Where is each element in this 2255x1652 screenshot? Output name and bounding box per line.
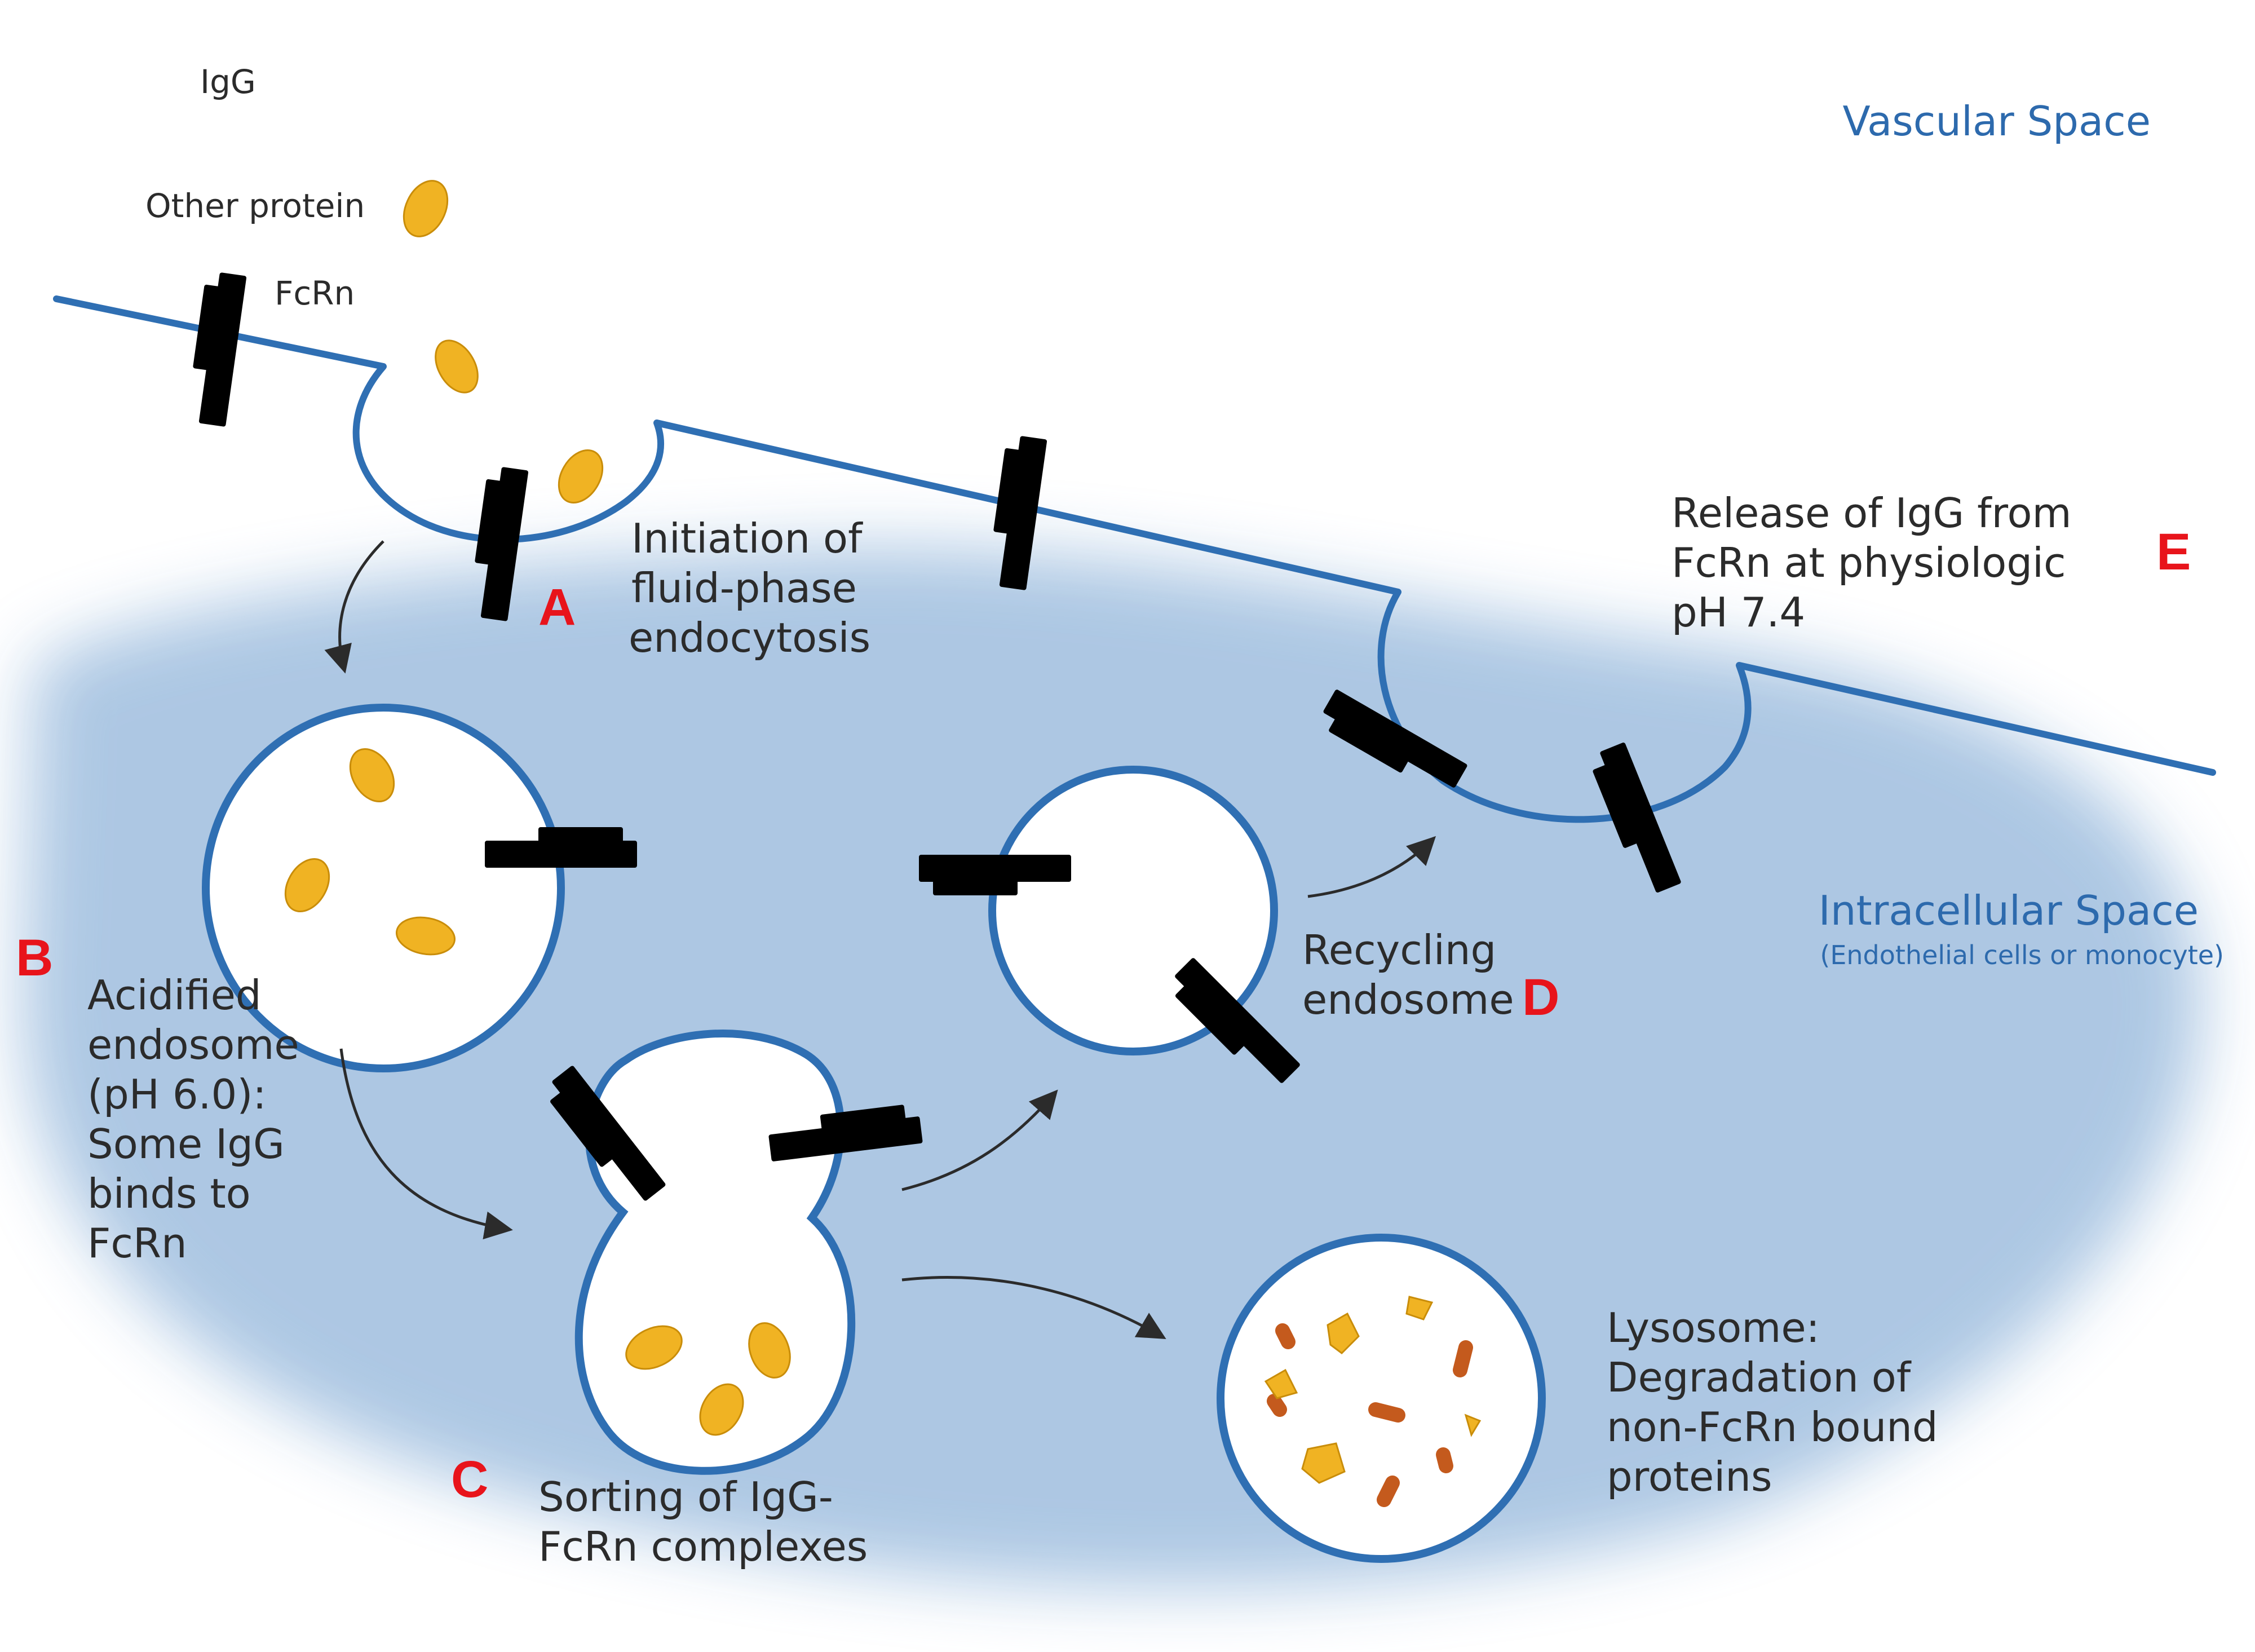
svg-text:Sorting of IgG-: Sorting of IgG- — [538, 1473, 833, 1521]
step-c-description: Sorting of IgG- FcRn complexes — [538, 1473, 868, 1570]
igg-pit-a — [527, 329, 616, 430]
svg-text:Lysosome:: Lysosome: — [1607, 1304, 1820, 1351]
igg-vascular — [1608, 344, 1709, 453]
svg-text:FcRn complexes: FcRn complexes — [538, 1523, 868, 1570]
igg-fragment — [1368, 1402, 1405, 1423]
svg-text:Recycling: Recycling — [1302, 926, 1496, 974]
other-proteins — [284, 180, 791, 1436]
lysosome-description: Lysosome: Degradation of non-FcRn bound … — [1607, 1304, 1938, 1500]
svg-text:Degradation of: Degradation of — [1607, 1354, 1912, 1401]
igg-legend-icon — [304, 42, 379, 131]
igg-vascular — [772, 189, 861, 290]
igg-vascular — [1376, 342, 1476, 450]
svg-text:(pH 6.0):: (pH 6.0): — [87, 1071, 267, 1118]
svg-text:Acidified: Acidified — [87, 971, 262, 1019]
igg-fragment — [1267, 1394, 1287, 1417]
pathway-arrows — [324, 540, 1436, 1340]
protein-fragment — [1464, 1414, 1482, 1437]
svg-text:Some IgG: Some IgG — [87, 1120, 285, 1168]
step-letter-c: C — [451, 1451, 488, 1508]
protein-legend-icon — [403, 180, 449, 237]
svg-text:endosome: endosome — [1302, 976, 1514, 1023]
svg-text:non-FcRn bound: non-FcRn bound — [1607, 1403, 1938, 1451]
lysosome-fragments — [1264, 1296, 1482, 1507]
intracellular-space-label: Intracellular Space — [1819, 887, 2199, 934]
protein-endosome-b — [395, 916, 456, 956]
protein-pit-a — [558, 449, 604, 504]
cell-membrane — [53, 295, 2216, 823]
igg-vascular — [530, 102, 639, 217]
svg-text:pH 7.4: pH 7.4 — [1672, 589, 1805, 636]
svg-text:FcRn: FcRn — [87, 1220, 187, 1267]
svg-text:endocytosis: endocytosis — [629, 614, 870, 661]
protein-fragment — [1405, 1296, 1434, 1320]
protein-sorting — [699, 1383, 744, 1436]
igg-fragment — [1453, 1340, 1473, 1377]
svg-text:binds to: binds to — [87, 1170, 251, 1217]
protein-fragment — [1327, 1312, 1360, 1354]
protein-endosome-b — [284, 858, 330, 913]
legend-other-protein-label: Other protein — [145, 187, 365, 225]
legend-fcrn-label: FcRn — [275, 274, 355, 312]
step-letter-b: B — [16, 929, 53, 987]
fcrn-legend — [185, 270, 247, 427]
step-e-description: Release of IgG from FcRn at physiologic … — [1672, 489, 2072, 636]
protein-sorting — [748, 1322, 791, 1379]
vascular-space-label: Vascular Space — [1842, 98, 2151, 145]
protein-endosome-b — [349, 748, 395, 803]
svg-text:FcRn at physiologic: FcRn at physiologic — [1672, 539, 2066, 586]
svg-text:endosome: endosome — [87, 1021, 299, 1068]
step-a-description: Initiation of fluid-phase endocytosis — [629, 515, 870, 661]
step-letter-d: D — [1522, 969, 1559, 1026]
step-letter-a: A — [538, 578, 576, 636]
igg-fragment — [1436, 1447, 1453, 1473]
legend-igg-label: IgG — [200, 63, 256, 101]
svg-text:proteins: proteins — [1607, 1453, 1772, 1500]
acidified-endosome — [202, 704, 565, 1072]
svg-text:Initiation of: Initiation of — [631, 515, 863, 562]
protein-pit-a — [435, 339, 479, 394]
igg-fragment — [1377, 1476, 1400, 1507]
protein-fragment — [1264, 1368, 1298, 1399]
intracellular-space-sublabel: (Endothelial cells or monocyte) — [1820, 940, 2224, 970]
step-d-description: Recycling endosome — [1302, 926, 1514, 1023]
step-letter-e: E — [2156, 523, 2191, 581]
svg-text:fluid-phase: fluid-phase — [631, 564, 857, 612]
svg-text:Release of IgG from: Release of IgG from — [1672, 489, 2072, 537]
protein-sorting — [625, 1325, 683, 1370]
step-b-description: Acidified endosome (pH 6.0): Some IgG bi… — [87, 971, 299, 1267]
protein-fragment — [1301, 1442, 1346, 1484]
lysosome — [1217, 1234, 1546, 1563]
igg-fragment — [1275, 1323, 1295, 1349]
